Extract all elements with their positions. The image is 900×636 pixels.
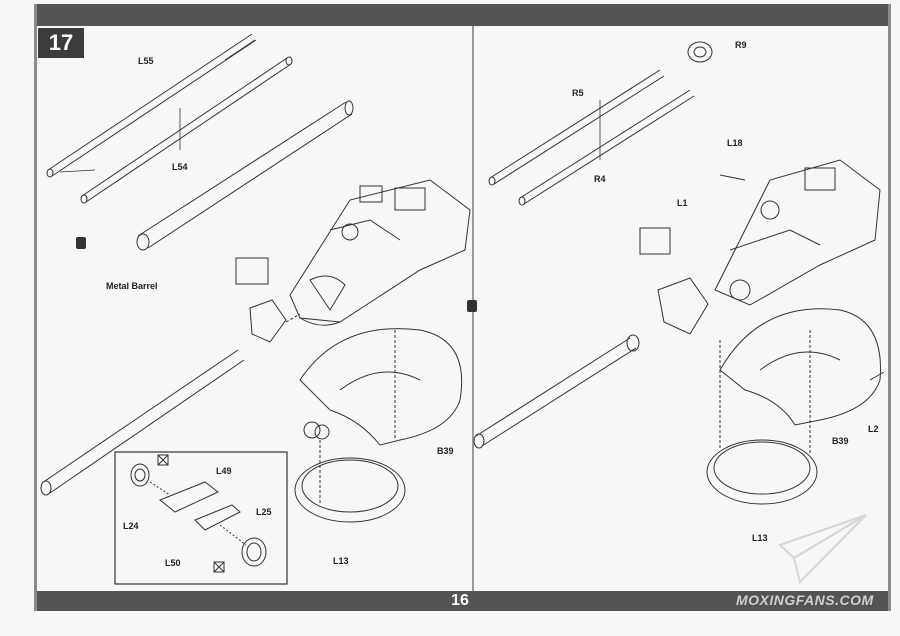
right-border-line [888, 4, 891, 611]
label-b39-left: B39 [437, 446, 454, 456]
label-l49: L49 [216, 466, 232, 476]
left-border-line [34, 4, 37, 611]
label-b39-right: B39 [832, 436, 849, 446]
main-barrel-left-illustration [40, 349, 245, 496]
turret-basket-left-illustration [299, 328, 463, 446]
bottom-border-band [34, 591, 891, 611]
main-barrel-right-illustration [473, 334, 640, 449]
inset-parts-illustration [130, 463, 267, 567]
top-border-band [34, 4, 891, 26]
turret-basket-right-illustration [719, 308, 885, 426]
label-l1: L1 [677, 198, 688, 208]
label-r4: R4 [594, 174, 606, 184]
paper-plane-logo [778, 514, 867, 584]
muzzle-brake-r9-illustration [687, 41, 713, 63]
step-number-badge: 17 [38, 28, 84, 58]
rod-l55-illustration [46, 33, 257, 178]
label-l18: L18 [727, 138, 743, 148]
mantlet-left-illustration [235, 257, 301, 343]
mantlet-right-illustration [639, 227, 751, 335]
label-l25: L25 [256, 507, 272, 517]
turret-hull-right-illustration [714, 159, 881, 306]
site-watermark: MOXINGFANS.COM [736, 592, 874, 608]
detail-inset-frame [114, 451, 288, 585]
cement-symbol-divider-icon [467, 300, 477, 312]
label-l54: L54 [172, 162, 188, 172]
label-l2: L2 [868, 424, 879, 434]
rod-l54-illustration [80, 56, 293, 204]
turret-ring-left-illustration [294, 421, 406, 523]
cement-symbol-icon [76, 237, 86, 249]
cut-mark-icon-1 [157, 454, 169, 466]
cut-mark-icon-2 [213, 561, 225, 573]
rod-r5-illustration [488, 69, 665, 186]
metal-barrel-illustration [136, 100, 354, 251]
label-l24: L24 [123, 521, 139, 531]
label-l50: L50 [165, 558, 181, 568]
turret-ring-right-illustration [706, 330, 818, 505]
rod-r4-illustration [518, 89, 695, 206]
label-r9: R9 [735, 40, 747, 50]
label-r5: R5 [572, 88, 584, 98]
label-l55: L55 [138, 56, 154, 66]
label-l13-left: L13 [333, 556, 349, 566]
turret-hull-left-illustration [289, 179, 471, 326]
page-number: 16 [451, 592, 469, 609]
label-metal-barrel: Metal Barrel [106, 281, 158, 291]
label-l13-right: L13 [752, 533, 768, 543]
